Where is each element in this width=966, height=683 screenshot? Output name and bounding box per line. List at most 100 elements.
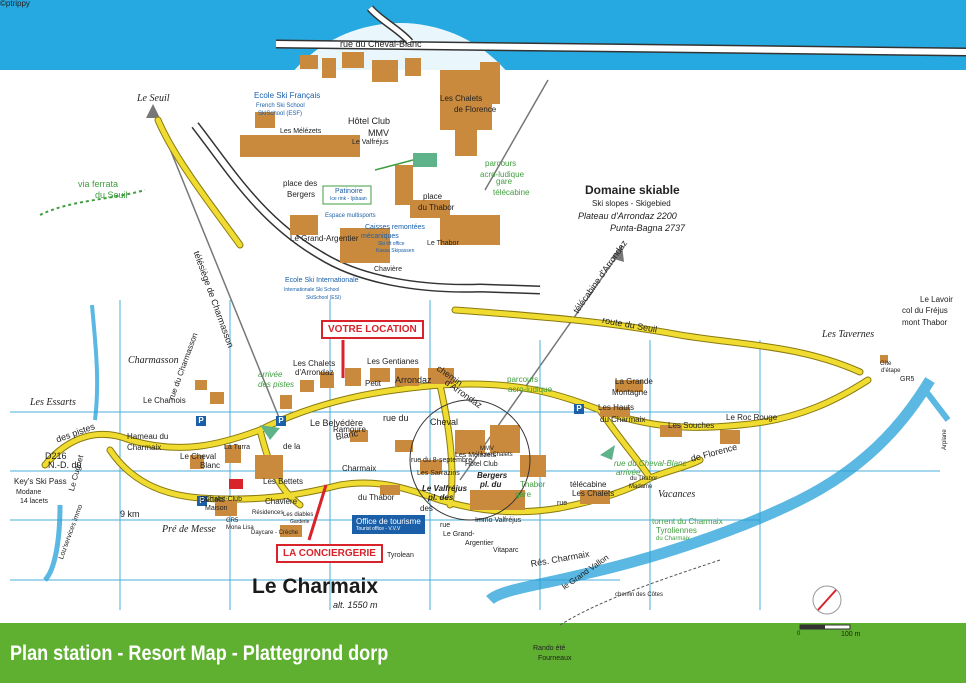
village-altitude: alt. 1550 m: [333, 600, 378, 610]
map-place-label: Chalet-Club: [205, 496, 242, 503]
map-place-label: Les Mélèzets: [455, 452, 497, 459]
village-name: Le Charmaix: [252, 575, 379, 598]
maison-du-thabor-marker: [229, 479, 243, 489]
map-place-label: de la: [283, 442, 301, 451]
parking-icon: P: [276, 416, 286, 426]
la-conciergerie-label: LA CONCIERGERIE: [276, 544, 383, 563]
map-title: Plan station - Resort Map - Plattegrond …: [10, 642, 389, 665]
map-place-label: Bettets: [200, 495, 225, 504]
scale-hundred: 100 m: [841, 631, 861, 638]
map-place-label: Mona Lisa: [226, 525, 254, 531]
telesiege-arrow: [146, 104, 160, 118]
map-place-label: Arplane: [942, 429, 948, 450]
map-place-label: Les Chalets: [572, 489, 615, 498]
inset-place-label: Ice rink - Ijsbaan: [330, 196, 367, 202]
inset-place-label: Ecole Ski Français: [254, 91, 321, 100]
map-place-label: pl. du: [480, 480, 502, 489]
office-name: Office de tourisme: [356, 517, 421, 526]
inset-place-label: MMV: [368, 128, 389, 138]
map-place-label: Maison: [205, 505, 228, 512]
parking-icon: P: [197, 496, 207, 506]
map-place-label: du Charmaix: [656, 536, 691, 542]
map-place-label: Le Seuil: [137, 93, 170, 104]
map-place-label: Hôtel Club: [465, 461, 498, 468]
map-place-label: 9 km: [120, 509, 140, 519]
bottom-title-band: [0, 623, 966, 683]
map-place-label: rue: [557, 500, 568, 507]
map-place-label: acro-ludique: [508, 385, 553, 394]
map-place-label: Le Roc Rouge: [726, 413, 778, 422]
map-place-label: Charmasson: [128, 355, 179, 366]
map-place-label: N.-D. du: [48, 460, 82, 470]
telecabine-arrow: [611, 245, 624, 262]
inset-place-label: mécaniques: [361, 233, 399, 240]
map-place-label: Madame: [629, 484, 653, 490]
map-place-label: Les Hauts: [598, 403, 635, 412]
inset-place-label: SkiSchool (ESI): [306, 295, 342, 301]
map-place-label: arrivée: [616, 468, 641, 477]
map-place-label: MMV: [480, 446, 494, 452]
map-place-label: Le Belvédère: [310, 418, 364, 428]
map-place-label: Petit: [365, 379, 382, 388]
map-place-label: gare: [515, 490, 532, 499]
map-place-label: Key's Ski Pass: [14, 477, 67, 486]
inset-main-road-fill: [192, 123, 541, 293]
inset-place-label: rue du Cheval-Blanc: [340, 39, 422, 49]
inset-buildings: [240, 52, 500, 263]
map-place-label: mont Thabor: [902, 318, 948, 327]
office-sub: Tourist office - V.V.V: [356, 526, 401, 532]
map-place-label: Les Souches: [668, 421, 715, 430]
village-roads-fill: [42, 117, 871, 515]
map-place-label: d'étape: [881, 368, 901, 374]
domaine-title: Domaine skiable: [585, 183, 680, 197]
inset-place-label: du Thabor: [418, 203, 455, 212]
domaine-line2: Punta-Bagna 2737: [610, 223, 686, 233]
map-place-label: Rando été: [533, 645, 566, 652]
arrivee-arrow-left: [260, 425, 280, 440]
map-place-label: Les Chalets: [293, 359, 336, 368]
map-place-label: Vitaparc: [493, 547, 519, 554]
map-place-label: Résidences: [252, 510, 284, 516]
map-place-label: Pré de Messe: [162, 524, 216, 535]
parking-icon: P: [574, 404, 584, 414]
map-place-label: Hameau du: [127, 432, 169, 441]
inset-place-label: acro-ludique: [480, 170, 525, 179]
map-place-label: 14 lacets: [20, 498, 49, 505]
map-place-label: Garderie: [290, 519, 310, 525]
inset-place-label: Patinoire: [335, 188, 363, 195]
map-place-label: chemin des Côtes: [615, 592, 664, 598]
map-place-label: Charmaix: [127, 443, 162, 452]
map-place-label: Daycare - Crèche: [251, 530, 299, 536]
village-buildings: [190, 355, 888, 537]
map-place-label: Bergers: [477, 471, 508, 480]
chemin-des-cotes-line: [559, 559, 721, 626]
map-place-label: Cheval: [430, 417, 459, 427]
map-place-label: Le Cheval: [180, 452, 217, 461]
map-place-label: Modane: [16, 489, 42, 496]
telesiege-line: [154, 111, 281, 421]
inset-place-label: Les Mélézets: [280, 128, 322, 135]
map-place-label: Le Valfréjus: [422, 484, 468, 493]
map-place-label: GR5: [900, 376, 915, 383]
map-place-label: Les Bettets: [263, 477, 304, 486]
inset-place-label: Caisses remontées: [365, 224, 425, 231]
map-place-label: Les Essarts: [30, 397, 76, 408]
inset-place-label: Kassa Skipassen: [376, 248, 415, 254]
compass-needle: [817, 589, 837, 611]
parking-icon: P: [196, 416, 206, 426]
map-place-label: Gîte: [880, 361, 892, 367]
inset-place-label: Ski lift office: [378, 241, 405, 247]
map-place-label: Le Chamois: [143, 396, 186, 405]
map-place-label: ©ptrippy: [0, 0, 30, 8]
map-place-label: Tyroliennes: [656, 526, 697, 535]
map-place-label: Le Grand-: [443, 531, 475, 538]
map-place-label: Argentier: [465, 540, 494, 547]
map-place-label: Arrondaz: [395, 375, 432, 385]
map-place-label: pl. des: [428, 493, 454, 502]
inset-place-label: Internationale Ski School: [284, 287, 340, 293]
map-place-label: via ferrata: [78, 179, 119, 189]
map-place-label: Les Sarrazins: [417, 470, 460, 477]
